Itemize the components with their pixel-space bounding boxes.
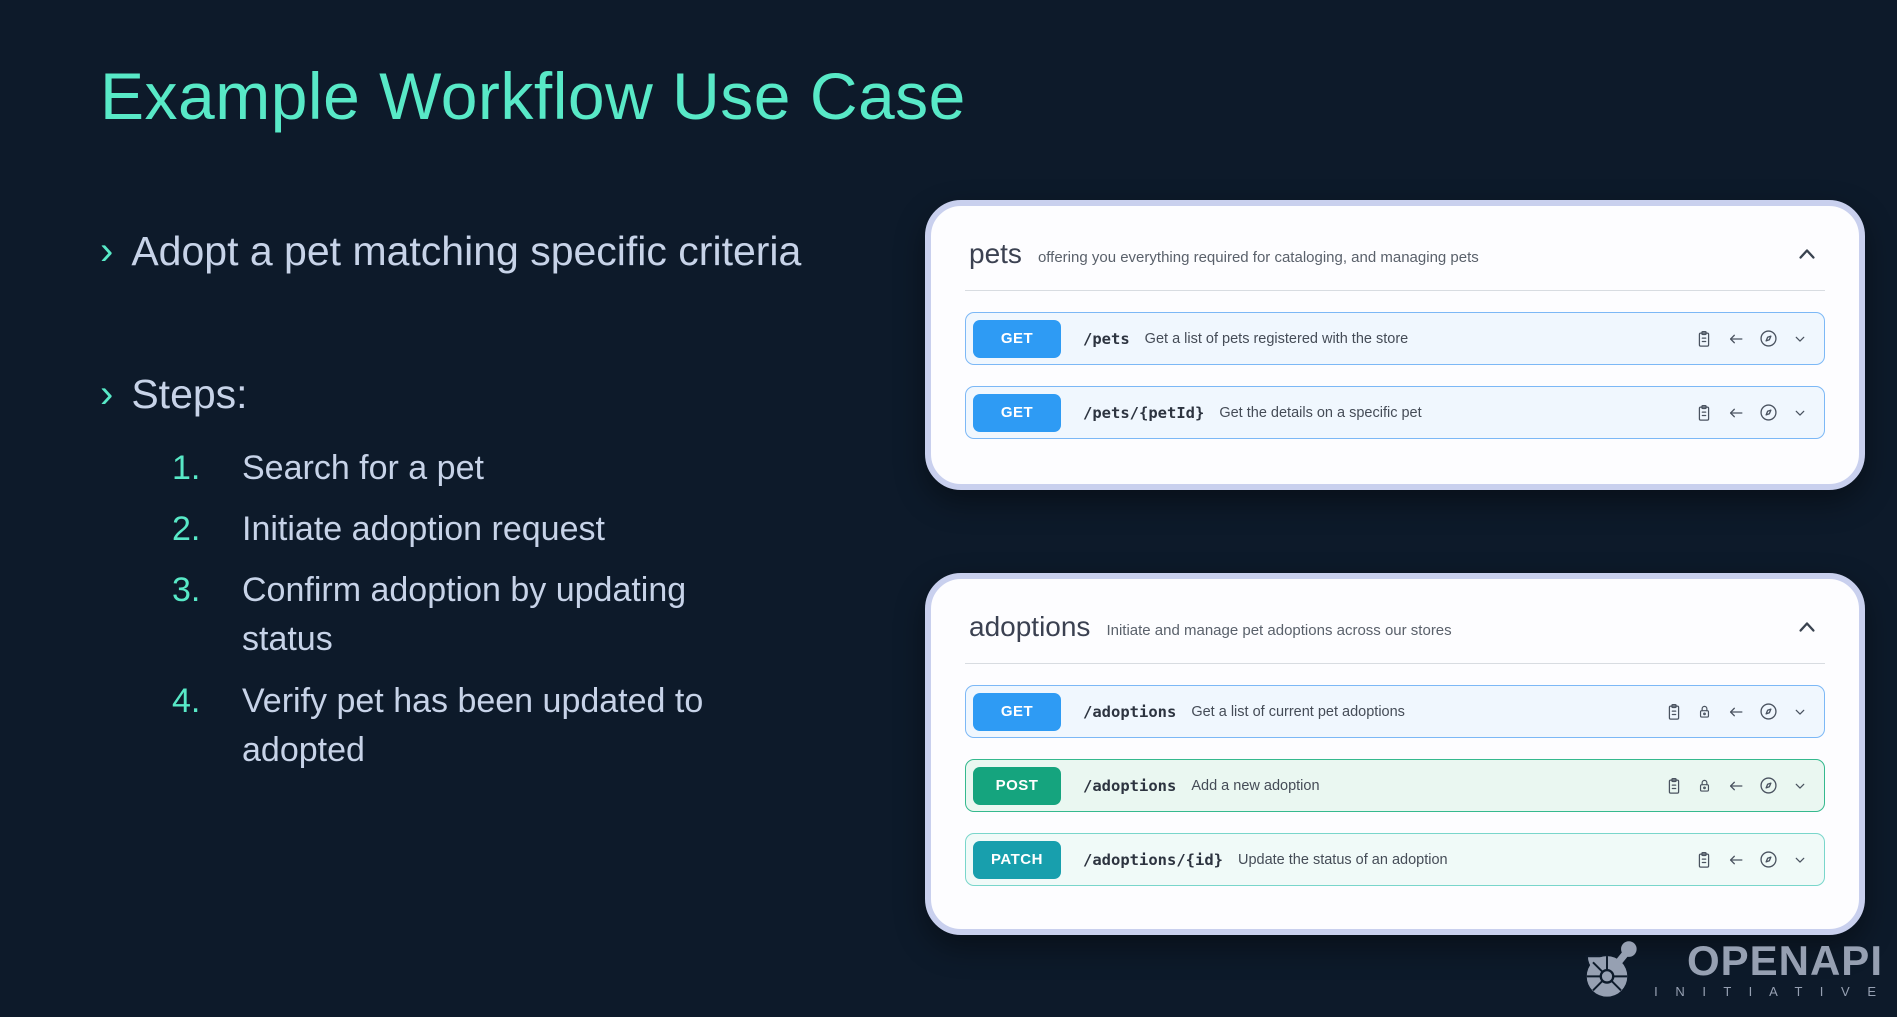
method-badge: GET [973,692,1061,731]
operation-row-get-adoptions[interactable]: GET /adoptions Get a list of current pet… [965,685,1825,738]
compass-icon[interactable] [1758,328,1779,349]
operation-summary: Add a new adoption [1191,777,1320,794]
chevron-up-icon[interactable] [1793,613,1821,641]
compass-icon[interactable] [1758,775,1779,796]
divider [965,663,1825,664]
tag-name: pets [969,238,1022,269]
operation-row-get-pets[interactable]: GET /pets Get a list of pets registered … [965,312,1825,365]
clipboard-icon[interactable] [1694,850,1714,870]
chevron-down-icon[interactable] [1790,403,1810,423]
step-text: Confirm adoption by updating status [242,571,687,659]
bullet-adopt: › Adopt a pet matching specific criteria [100,225,840,278]
step-number: 2. [172,509,201,548]
compass-icon[interactable] [1758,849,1779,870]
clipboard-icon[interactable] [1694,403,1714,423]
openapi-logo-brand: OPENAPI [1686,937,1883,984]
step-text: Search for a pet [242,448,484,487]
bullet-steps: › Steps: [100,368,840,421]
divider [965,290,1825,291]
openapi-logo: OPENAPI I N I T I A T I V E [1568,928,1883,1011]
method-badge: GET [973,393,1061,432]
slide-bullets: › Adopt a pet matching specific criteria… [100,225,840,775]
steps-list: 1. Search for a pet 2. Initiate adoption… [172,444,772,776]
chevron-down-icon[interactable] [1790,776,1810,796]
step-text: Verify pet has been updated to adopted [242,681,704,770]
operation-row-patch-adoption[interactable]: PATCH /adoptions/{id} Update the status … [965,833,1825,886]
list-item: 2. Initiate adoption request [172,505,772,554]
panel-header-adoptions: adoptions Initiate and manage pet adopti… [965,603,1825,643]
operation-path: /adoptions [1083,702,1177,721]
method-badge: PATCH [973,840,1061,879]
step-text: Initiate adoption request [242,509,605,548]
api-panel-adoptions: adoptions Initiate and manage pet adopti… [925,573,1865,935]
list-item: 1. Search for a pet [172,444,772,493]
operation-summary: Update the status of an adoption [1237,851,1448,868]
panel-header-pets: pets offering you everything required fo… [965,230,1825,270]
clipboard-icon[interactable] [1694,329,1714,349]
tag-description: Initiate and manage pet adoptions across… [1106,621,1452,639]
return-arrow-icon[interactable] [1725,403,1747,423]
bullet-marker: › [100,229,114,273]
operation-row-post-adoptions[interactable]: POST /adoptions Add a new adoption [965,759,1825,812]
compass-icon[interactable] [1758,701,1779,722]
return-arrow-icon[interactable] [1725,702,1747,722]
method-badge: GET [973,319,1061,358]
clipboard-icon[interactable] [1664,702,1684,722]
operation-path: /pets [1083,329,1130,348]
bullet-text: Adopt a pet matching specific criteria [131,228,802,274]
openapi-logo-mark-icon [1568,928,1646,1011]
step-number: 3. [172,571,201,610]
openapi-logo-subtitle: I N I T I A T I V E [1654,984,1883,999]
return-arrow-icon[interactable] [1725,329,1747,349]
operation-path: /pets/{petId} [1083,403,1205,422]
operation-path: /adoptions [1083,776,1177,795]
lock-icon[interactable] [1695,702,1714,721]
lock-icon[interactable] [1695,776,1714,795]
compass-icon[interactable] [1758,402,1779,423]
page-title: Example Workflow Use Case [100,59,966,133]
clipboard-icon[interactable] [1664,776,1684,796]
chevron-up-icon[interactable] [1793,240,1821,268]
return-arrow-icon[interactable] [1725,850,1747,870]
operation-summary: Get a list of pets registered with the s… [1144,330,1409,347]
return-arrow-icon[interactable] [1725,776,1747,796]
chevron-down-icon[interactable] [1790,850,1810,870]
operation-summary: Get the details on a specific pet [1219,404,1422,421]
operation-summary: Get a list of current pet adoptions [1191,703,1405,720]
api-panel-pets: pets offering you everything required fo… [925,200,1865,490]
list-item: 4. Verify pet has been updated to adopte… [172,677,772,776]
operation-path: /adoptions/{id} [1083,850,1223,869]
tag-name: adoptions [969,611,1091,642]
chevron-down-icon[interactable] [1790,702,1810,722]
operation-row-get-pet-by-id[interactable]: GET /pets/{petId} Get the details on a s… [965,386,1825,439]
method-badge: POST [973,766,1061,805]
bullet-marker: › [100,372,114,417]
tag-description: offering you everything required for cat… [1037,248,1479,266]
chevron-down-icon[interactable] [1790,329,1810,349]
list-item: 3. Confirm adoption by updating status [172,566,772,665]
step-number: 4. [172,681,201,720]
bullet-text: Steps: [131,371,248,418]
step-number: 1. [172,448,201,487]
